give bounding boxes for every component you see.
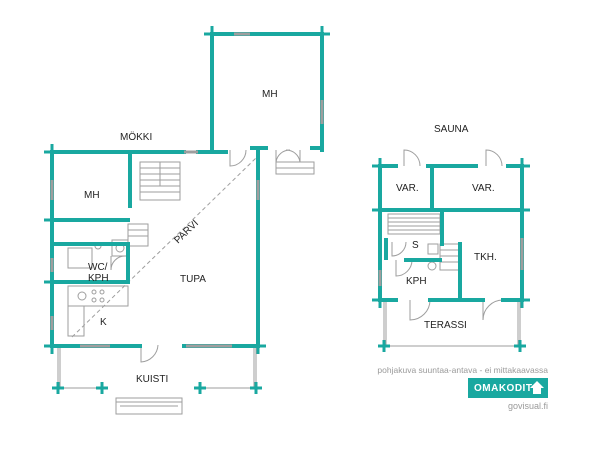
room-var-1: VAR. <box>396 183 419 194</box>
room-var-2: VAR. <box>472 183 495 194</box>
mokki-wall-ticks <box>44 26 330 394</box>
room-tupa: TUPA <box>180 274 206 285</box>
room-mh-upper: MH <box>262 89 278 100</box>
building-sauna: SAUNA <box>434 124 469 135</box>
site-url: govisual.fi <box>507 401 548 411</box>
mokki-windows <box>50 32 324 348</box>
room-tkh: TKH. <box>474 252 497 263</box>
building-mokki: MÖKKI <box>120 131 152 143</box>
room-mh-left: MH <box>84 190 100 201</box>
room-wc-line2: KPH <box>88 273 109 284</box>
mokki-thin-lines <box>57 149 315 415</box>
sauna-wall-ticks <box>372 158 530 352</box>
room-k: K <box>100 317 107 328</box>
room-s: S <box>412 240 419 251</box>
brand-logo: OMAKODIT <box>468 378 548 398</box>
room-terassi: TERASSI <box>424 320 467 331</box>
house-icon <box>530 381 544 394</box>
sauna-windows <box>378 238 524 286</box>
room-wc-line1: WC/ <box>88 262 108 273</box>
sauna-thin-lines <box>383 149 521 347</box>
room-kuisti: KUISTI <box>136 374 168 385</box>
disclaimer-note: pohjakuva suuntaa-antava - ei mittakaava… <box>377 365 548 375</box>
room-labels: MH MÖKKI MH PARVI WC/ KPH TUPA K KUISTI … <box>84 89 497 385</box>
room-kph: KPH <box>406 276 427 287</box>
loft-parvi: PARVI <box>172 218 201 246</box>
brand-name: OMAKODIT <box>474 382 533 394</box>
